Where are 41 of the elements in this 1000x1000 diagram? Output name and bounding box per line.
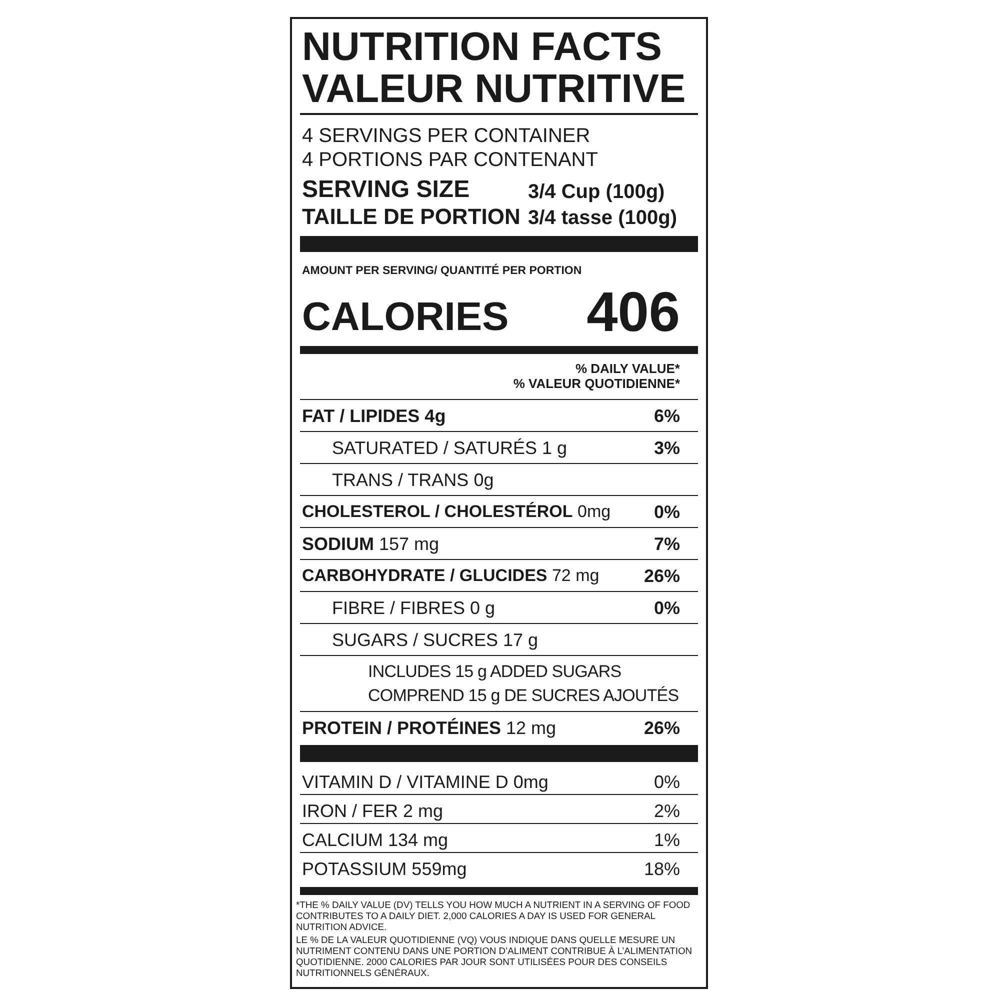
serving-info: 4 SERVINGS PER CONTAINER: [302, 125, 590, 147]
percent-value: 26%: [644, 719, 680, 739]
daily-value-heading: % DAILY VALUE*: [575, 362, 680, 376]
serving-size-value: 3/4 tasse (100g): [528, 207, 677, 229]
serving-size-value: 3/4 Cup (100g): [528, 181, 665, 203]
nutrient-label: VITAMIN D / VITAMINE D 0mg: [302, 773, 548, 793]
percent-value: 26%: [644, 567, 680, 587]
nutrient-label: INCLUDES 15 g ADDED SUGARS: [368, 663, 622, 682]
percent-value: 18%: [644, 860, 680, 880]
heading: NUTRITION FACTS: [302, 25, 662, 69]
percent-value: 7%: [654, 535, 680, 555]
serving-info: 4 PORTIONS PAR CONTENANT: [302, 149, 598, 171]
footnote: *THE % DAILY VALUE (DV) TELLS YOU HOW MUCH A NUTRIENT IN A SERVING OF FOOD CONTRIBUTES TO A DAILY DIET. 2,000 CALORIES A DAY IS USED FOR GENERAL NUTRITION ADVICE.: [296, 899, 692, 932]
nutrient-label: SATURATED / SATURÉS 1 g: [332, 439, 568, 459]
percent-value: 0%: [654, 773, 680, 793]
nutrient-label: CALCIUM 134 mg: [302, 831, 448, 851]
percent-value: 6%: [654, 407, 680, 427]
percent-value: 0%: [654, 503, 680, 523]
serving-size-label: TAILLE DE PORTION: [302, 205, 520, 230]
serving-size-label: SERVING SIZE: [302, 177, 470, 204]
nutrient-label: IRON / FER 2 mg: [302, 802, 444, 822]
footnote: LE % DE LA VALEUR QUOTIDIENNE (VQ) VOUS INDIQUE DANS QUELLE MESURE UN NUTRIMENT CONTENU DANS UNE PORTION D’ALIMENT CONTRIBUE À L’ALIMENTATION QUOTIDIENNE. 2000 CALORIES PAR JOUR SONT UTILISÉES POUR DES CONSEILS NUTRITIONNELS GÉNÉRAUX.: [296, 934, 694, 978]
calories-value: 406: [586, 281, 680, 343]
percent-value: 2%: [654, 802, 680, 822]
calories-label: CALORIES: [302, 295, 509, 339]
nutrient-label: COMPREND 15 g DE SUCRES AJOUTÉS: [368, 687, 679, 706]
daily-value-heading: % VALEUR QUOTIDIENNE*: [513, 377, 680, 392]
amount-heading: AMOUNT PER SERVING/ QUANTITÉ PER PORTION: [302, 265, 582, 278]
percent-value: 0%: [654, 599, 680, 619]
nutrient-label: CARBOHYDRATE / GLUCIDES 72 mg: [302, 567, 600, 586]
nutrient-label: FAT / LIPIDES 4g: [302, 407, 446, 427]
heading: VALEUR NUTRITIVE: [302, 67, 686, 111]
nutrient-label: TRANS / TRANS 0g: [332, 471, 494, 491]
nutrient-label: FIBRE / FIBRES 0 g: [332, 599, 496, 619]
nutrient-label: PROTEIN / PROTÉINES 12 mg: [302, 719, 556, 739]
percent-value: 3%: [654, 439, 680, 459]
nutrient-label: SODIUM 157 mg: [302, 535, 440, 555]
percent-value: 1%: [654, 831, 680, 851]
nutrient-label: SUGARS / SUCRES 17 g: [332, 631, 538, 651]
nutrient-label: CHOLESTEROL / CHOLESTÉROL 0mg: [302, 503, 611, 522]
nutrient-label: POTASSIUM 559mg: [302, 860, 467, 880]
